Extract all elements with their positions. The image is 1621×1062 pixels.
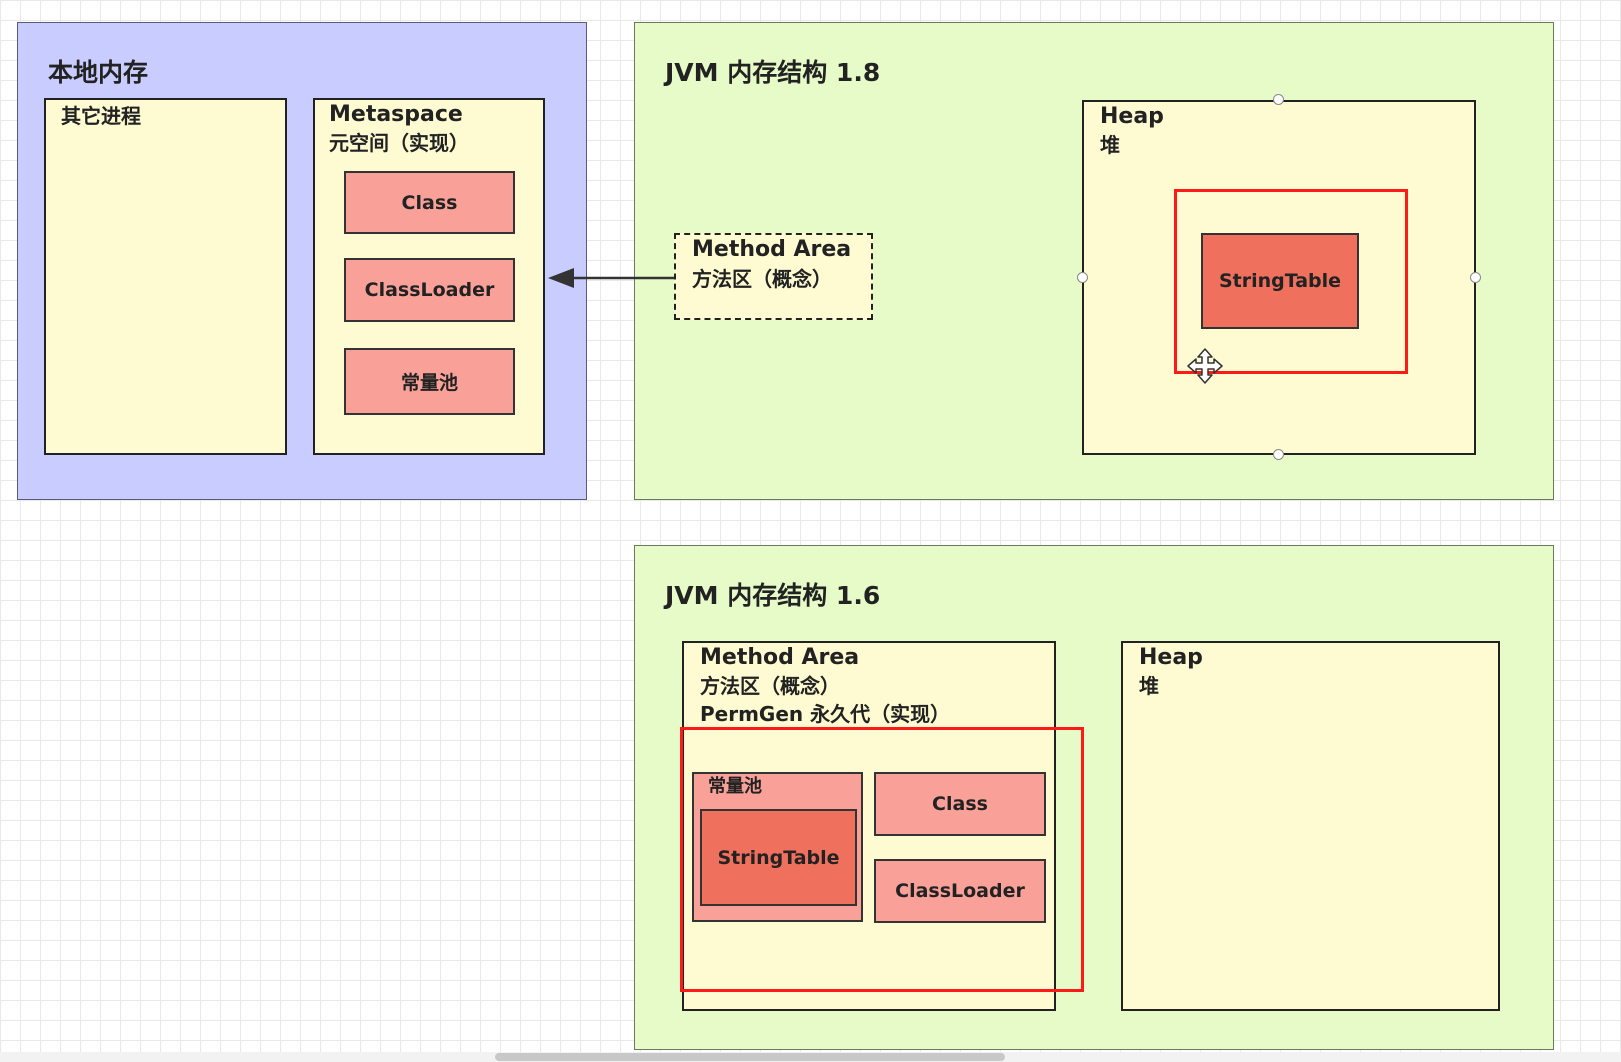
selection-handle-left[interactable]: [1077, 272, 1088, 283]
jvm18-heap-label: Heap: [1100, 104, 1164, 129]
metaspace-class-box[interactable]: Class: [344, 171, 515, 234]
jvm18-heap-sublabel: 堆: [1100, 133, 1120, 157]
jvm18-title: JVM 内存结构 1.8: [665, 58, 881, 87]
jvm16-highlight-frame: [680, 727, 1084, 992]
selection-handle-top[interactable]: [1273, 94, 1284, 105]
jvm18-method-area-box[interactable]: Method Area 方法区（概念）: [674, 233, 873, 320]
jvm16-heap-box[interactable]: Heap 堆: [1121, 641, 1500, 1011]
move-cursor-icon: [1187, 348, 1223, 384]
jvm16-permgen-label: PermGen 永久代（实现）: [700, 702, 951, 726]
jvm16-heap-label: Heap: [1139, 645, 1203, 670]
jvm16-class-box[interactable]: Class: [874, 772, 1046, 836]
other-process-box[interactable]: 其它进程: [44, 98, 287, 455]
jvm16-title: JVM 内存结构 1.6: [665, 581, 881, 610]
other-process-label: 其它进程: [61, 104, 141, 128]
jvm16-constant-pool-label: 常量池: [708, 776, 762, 797]
metaspace-classloader-box[interactable]: ClassLoader: [344, 258, 515, 322]
jvm16-heap-sublabel: 堆: [1139, 674, 1159, 698]
jvm16-method-area-label: Method Area: [700, 645, 860, 670]
metaspace-sublabel: 元空间（实现）: [329, 131, 469, 155]
selection-handle-right[interactable]: [1470, 272, 1481, 283]
jvm18-method-area-label: Method Area: [692, 237, 852, 262]
jvm18-string-table-box[interactable]: StringTable: [1201, 233, 1359, 329]
native-memory-title: 本地内存: [48, 58, 149, 87]
jvm18-highlight-frame: [1174, 189, 1408, 374]
selection-handle-bottom[interactable]: [1273, 449, 1284, 460]
jvm16-classloader-box[interactable]: ClassLoader: [874, 859, 1046, 923]
scrollbar-thumb[interactable]: [495, 1053, 1005, 1061]
metaspace-label: Metaspace: [329, 102, 463, 127]
jvm16-string-table-box[interactable]: StringTable: [700, 809, 857, 906]
metaspace-constant-pool-box[interactable]: 常量池: [344, 348, 515, 415]
jvm18-method-area-sublabel: 方法区（概念）: [692, 267, 832, 291]
jvm16-method-area-sublabel: 方法区（概念）: [700, 674, 840, 698]
